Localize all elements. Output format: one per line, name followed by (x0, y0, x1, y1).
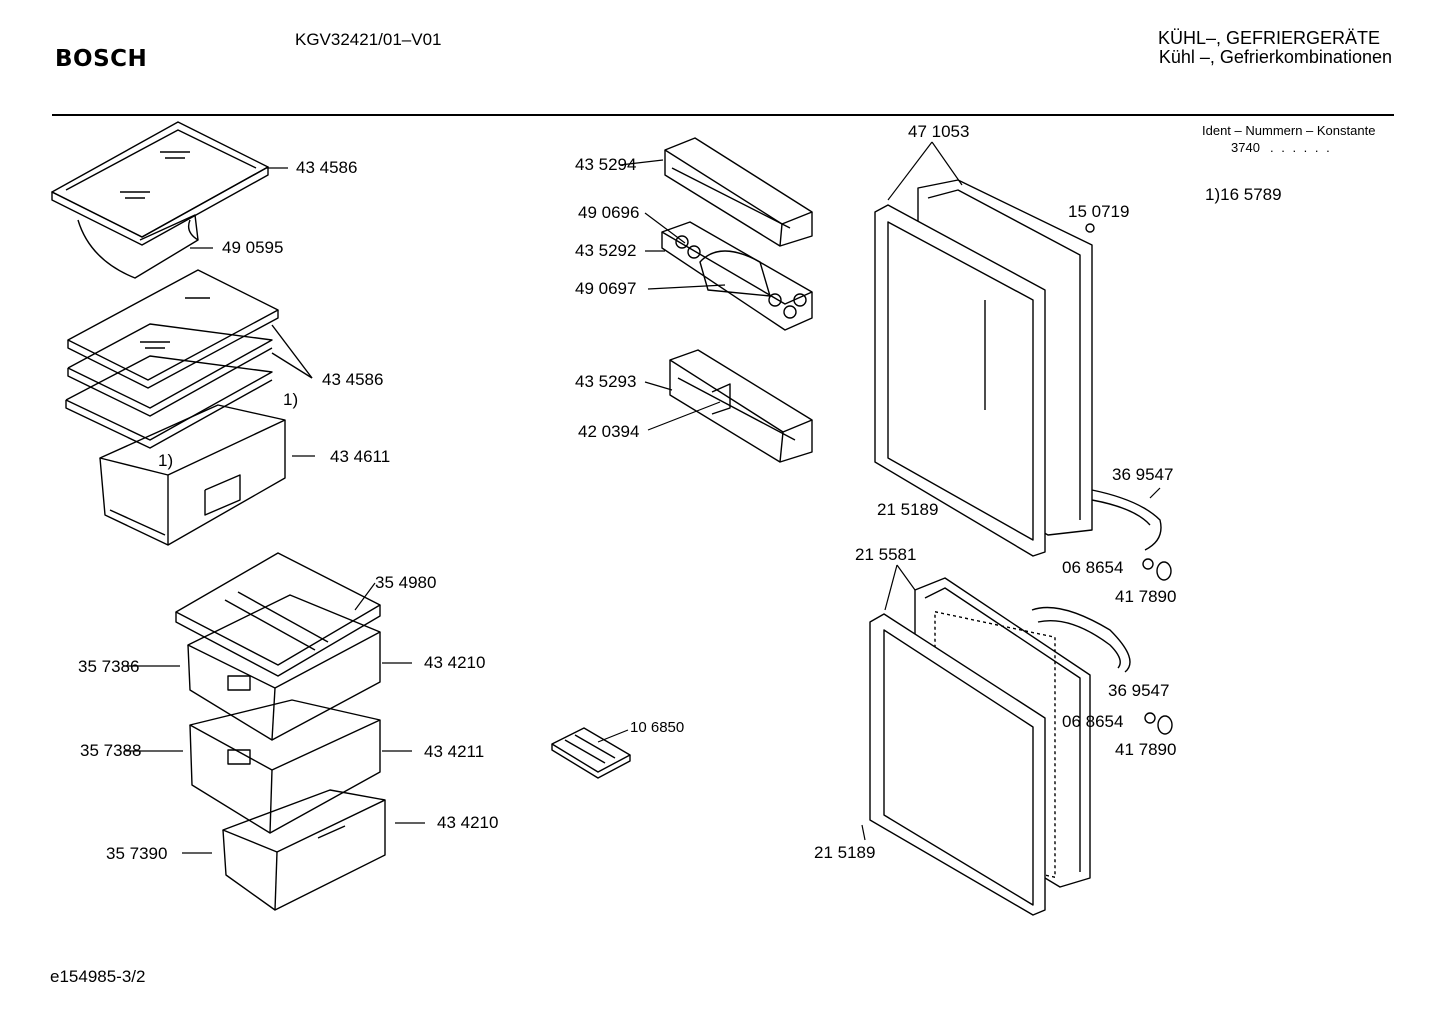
brand-logo: BOSCH (55, 46, 148, 72)
freezer-lid (175, 552, 381, 677)
part-label: 42 0394 (578, 422, 640, 441)
part-label: 43 4586 (296, 158, 358, 177)
header-divider (52, 114, 1394, 116)
ident-title: Ident – Nummern – Konstante (1202, 123, 1376, 138)
door-handle-lower (1031, 606, 1131, 673)
freezer-drawer-1 (187, 594, 381, 741)
part-label: 35 4980 (375, 573, 437, 592)
part-label: 43 5293 (575, 372, 637, 391)
part-label: 49 0595 (222, 238, 284, 257)
part-label: 15 0719 (1068, 202, 1130, 221)
part-label: 35 7388 (80, 741, 142, 760)
freezer-door-gasket (869, 613, 1046, 916)
part-label: 36 9547 (1112, 465, 1174, 484)
part-label: 06 8654 (1062, 558, 1124, 577)
part-label: 36 9547 (1108, 681, 1170, 700)
fridge-door-gasket (874, 204, 1046, 557)
category-title: KÜHL–, GEFRIERGERÄTE (1157, 28, 1380, 48)
freezer-drawer-2 (189, 699, 381, 834)
glass-shelf-stack (65, 269, 313, 449)
door-shelf-bottom (669, 349, 813, 463)
part-label: 43 4210 (424, 653, 486, 672)
bottle-holder (77, 214, 199, 279)
part-label: 49 0696 (578, 203, 640, 222)
part-label: 35 7386 (78, 657, 140, 676)
part-label: 1) (158, 451, 174, 470)
glass-shelf-top (51, 121, 269, 246)
ice-tray (551, 727, 631, 779)
door-shelf-top (664, 137, 813, 247)
part-label: 43 5292 (575, 241, 637, 260)
part-label: 43 4586 (322, 370, 384, 389)
egg-tray (661, 221, 813, 331)
part-label: 21 5189 (814, 843, 876, 862)
part-label: 47 1053 (908, 122, 970, 141)
part-label: 43 5294 (575, 155, 637, 174)
document-id: e154985-3/2 (50, 967, 146, 986)
ident-dots: . . . . . . (1270, 140, 1332, 155)
model-number: KGV32421/01–V01 (295, 30, 442, 49)
part-label: 43 4211 (424, 742, 485, 761)
category-subtitle: Kühl –, Gefrierkombinationen (1158, 47, 1392, 67)
crisper-bin-glass (99, 404, 286, 546)
part-label: 49 0697 (575, 279, 637, 298)
part-label: 21 5581 (855, 545, 917, 564)
hinge-pin (1085, 223, 1095, 233)
part-label: 43 4611 (330, 447, 391, 466)
ident-value: 3740 (1231, 140, 1260, 155)
part-label: 41 7890 (1115, 587, 1177, 606)
part-label: 10 6850 (630, 719, 685, 736)
leader-lines (124, 141, 1161, 854)
part-label: 35 7390 (106, 844, 168, 863)
door-handle-upper (1091, 489, 1162, 551)
screw-cap-upper (1142, 558, 1172, 581)
freezer-drawer-3 (222, 789, 386, 911)
part-label: 41 7890 (1115, 740, 1177, 759)
part-label: 06 8654 (1062, 712, 1124, 731)
footnote: 1)16 5789 (1205, 185, 1282, 204)
part-label: 1) (283, 390, 299, 409)
part-label: 21 5189 (877, 500, 939, 519)
part-label: 43 4210 (437, 813, 499, 832)
screw-cap-lower (1144, 712, 1173, 735)
